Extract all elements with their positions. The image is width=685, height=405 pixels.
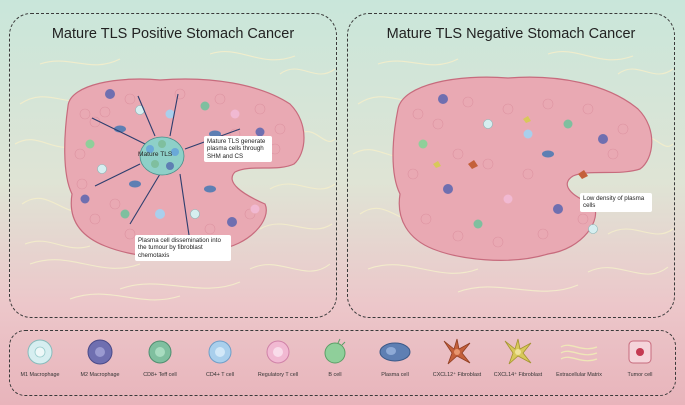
mature-tls: [139, 136, 185, 176]
legend-label: Extracellular Matrix: [556, 372, 602, 378]
legend: M1 Macrophage M2 Macrophage CD8+ Teff ce…: [9, 330, 676, 396]
tls-negative-illustration: [352, 51, 674, 293]
legend-label: CXCL12⁺ Fibroblast: [432, 372, 482, 378]
plasma-dissemination-note: Plasma cell dissemination into the tumou…: [135, 235, 231, 262]
cd8-teff-cell-icon: [148, 340, 172, 364]
legend-label: B cell: [328, 372, 342, 378]
low-density-note: Low density of plasma cells: [580, 193, 652, 212]
tumor-tissue: [392, 76, 653, 261]
tls-negative-panel: Mature TLS Negative Stomach Cancer: [347, 13, 675, 318]
plasma-cell-icon: [379, 342, 411, 362]
legend-item-bcell: B cell: [300, 337, 370, 378]
legend-item-tumor: Tumor cell: [605, 337, 675, 378]
m2-macrophage-icon: [87, 339, 113, 365]
legend-item-cd8: CD8+ Teff cell: [125, 337, 195, 378]
legend-label: Regulatory T cell: [257, 372, 299, 378]
legend-item-cxcl14: CXCL14⁺ Fibroblast: [483, 337, 553, 378]
immune-cells: [80, 89, 265, 227]
tumor-cell-texture: [407, 96, 629, 248]
legend-item-plasma: Plasma cell: [360, 337, 430, 378]
regulatory-t-cell-icon: [266, 340, 290, 364]
legend-item-m2: M2 Macrophage: [65, 337, 135, 378]
tumor-cell-icon: [628, 340, 652, 364]
legend-label: CD4+ T cell: [205, 372, 235, 378]
immune-cells: [418, 94, 608, 234]
legend-label: Tumor cell: [627, 372, 653, 378]
legend-label: CD8+ Teff cell: [143, 372, 177, 378]
b-cell-icon: [324, 338, 346, 364]
legend-label: CXCL14⁺ Fibroblast: [493, 372, 543, 378]
legend-label: M1 Macrophage: [20, 372, 60, 378]
legend-item-m1: M1 Macrophage: [5, 337, 75, 378]
tls-negative-title: Mature TLS Negative Stomach Cancer: [386, 26, 636, 42]
legend-label: M2 Macrophage: [80, 372, 120, 378]
cxcl14-fibroblast-icon: [504, 338, 532, 365]
tls-generate-note: Mature TLS generate plasma cells through…: [204, 136, 272, 163]
tls-positive-illustration: [14, 51, 336, 301]
extracellular-matrix-icon: [560, 344, 598, 362]
legend-item-treg: Regulatory T cell: [243, 337, 313, 378]
tls-positive-title: Mature TLS Positive Stomach Cancer: [51, 26, 295, 42]
cd4-t-cell-icon: [208, 340, 232, 364]
mature-tls-label: Mature TLS: [138, 151, 173, 158]
cxcl12-fibroblast-icon: [443, 338, 471, 365]
tumor-cell-texture: [74, 88, 286, 245]
legend-item-matrix: Extracellular Matrix: [544, 337, 614, 378]
tls-positive-panel: Mature TLS Positive Stomach Cancer: [9, 13, 337, 318]
legend-item-cxcl12: CXCL12⁺ Fibroblast: [422, 337, 492, 378]
m1-macrophage-icon: [27, 339, 53, 365]
legend-label: Plasma cell: [381, 372, 409, 378]
tls-dissemination-arrows: [91, 93, 241, 243]
legend-item-cd4: CD4+ T cell: [185, 337, 255, 378]
